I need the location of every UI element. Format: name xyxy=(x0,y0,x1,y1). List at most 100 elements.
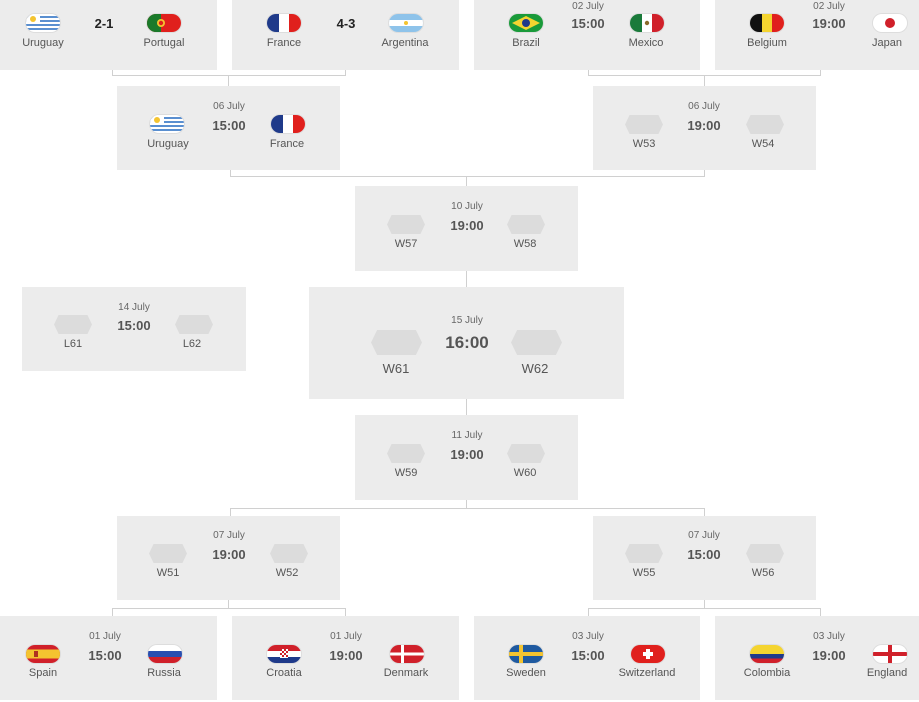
team-name-away: Portugal xyxy=(143,37,185,49)
team-placeholder-icon xyxy=(270,544,308,563)
uruguay-flag-icon xyxy=(26,14,60,32)
mexico-flag-icon xyxy=(630,14,664,32)
match-time: 19:00 xyxy=(450,218,484,233)
team-name-home: W53 xyxy=(632,138,656,150)
team-placeholder-icon xyxy=(507,444,545,463)
team-name-away: W54 xyxy=(751,138,775,150)
team-name-home: Colombia xyxy=(743,667,791,679)
match-date: 02 July xyxy=(813,1,845,12)
match-card-qf-w51-w52[interactable]: W51 07 July 19:00 W52 xyxy=(117,516,340,600)
team-name-home: Belgium xyxy=(747,37,787,49)
match-card-sf-w57-w58[interactable]: W57 10 July 19:00 W58 xyxy=(355,186,578,271)
team-name-home: W55 xyxy=(632,567,656,579)
match-date: 15 July xyxy=(451,315,483,326)
sweden-flag-icon xyxy=(509,645,543,663)
match-time: 16:00 xyxy=(445,333,489,352)
portugal-flag-icon xyxy=(147,14,181,32)
team-placeholder-icon xyxy=(511,330,562,355)
switzerland-flag-icon xyxy=(631,645,665,663)
team-name-home: W57 xyxy=(394,238,418,250)
team-name-home: W61 xyxy=(382,361,410,376)
team-name-home: Croatia xyxy=(266,667,302,679)
team-name-away: Mexico xyxy=(628,37,664,49)
match-date: 07 July xyxy=(213,530,245,541)
match-card-qf-w55-w56[interactable]: W55 07 July 15:00 W56 xyxy=(593,516,816,600)
match-time: 19:00 xyxy=(450,447,484,462)
match-date: 03 July xyxy=(572,631,604,642)
match-score: 4-3 xyxy=(336,16,356,31)
team-placeholder-icon xyxy=(507,215,545,234)
team-name-away: Denmark xyxy=(383,667,429,679)
match-score: 2-1 xyxy=(94,16,114,31)
team-name-home: L61 xyxy=(63,338,83,350)
england-flag-icon xyxy=(873,645,907,663)
france-flag-icon xyxy=(267,14,301,32)
france-flag-icon xyxy=(271,115,305,133)
match-card-sweden-switzerland[interactable]: Sweden 03 July 15:00 Switzerland xyxy=(474,616,700,700)
japan-flag-icon xyxy=(873,14,907,32)
team-name-away: W60 xyxy=(513,467,537,479)
team-placeholder-icon xyxy=(54,315,92,334)
match-card-qf-uruguay-france[interactable]: Uruguay 06 July 15:00 France xyxy=(117,86,340,170)
team-name-away: Switzerland xyxy=(618,667,676,679)
match-time: 15:00 xyxy=(571,16,605,31)
team-placeholder-icon xyxy=(387,444,425,463)
match-card-sf-w59-w60[interactable]: W59 11 July 19:00 W60 xyxy=(355,415,578,500)
team-placeholder-icon xyxy=(175,315,213,334)
team-name-away: Japan xyxy=(872,37,902,49)
match-card-colombia-england[interactable]: Colombia 03 July 19:00 England xyxy=(715,616,919,700)
match-card-belgium-japan[interactable]: Belgium 02 July 19:00 Japan xyxy=(715,0,919,70)
team-placeholder-icon xyxy=(746,115,784,134)
match-card-france-argentina[interactable]: France 4-3 Argentina xyxy=(232,0,459,70)
team-name-home: W51 xyxy=(156,567,180,579)
match-card-uruguay-portugal[interactable]: Uruguay 2-1 Portugal xyxy=(0,0,217,70)
team-placeholder-icon xyxy=(371,330,422,355)
match-card-croatia-denmark[interactable]: Croatia 01 July 19:00 Denmark xyxy=(232,616,459,700)
match-card-final[interactable]: W61 15 July 16:00 W62 xyxy=(309,287,624,399)
team-name-away: W56 xyxy=(751,567,775,579)
match-time: 15:00 xyxy=(687,547,721,562)
belgium-flag-icon xyxy=(750,14,784,32)
match-time: 19:00 xyxy=(812,648,846,663)
match-time: 19:00 xyxy=(212,547,246,562)
team-name-away: L62 xyxy=(182,338,202,350)
match-time: 19:00 xyxy=(687,118,721,133)
match-date: 06 July xyxy=(688,101,720,112)
match-date: 06 July xyxy=(213,101,245,112)
team-placeholder-icon xyxy=(625,115,663,134)
team-placeholder-icon xyxy=(625,544,663,563)
team-name-home: Sweden xyxy=(506,667,546,679)
team-placeholder-icon xyxy=(387,215,425,234)
team-name-away: W52 xyxy=(275,567,299,579)
match-card-spain-russia[interactable]: Spain 01 July 15:00 Russia xyxy=(0,616,217,700)
team-name-away: W58 xyxy=(513,238,537,250)
team-name-away: Russia xyxy=(147,667,181,679)
match-card-qf-w53-w54[interactable]: W53 06 July 19:00 W54 xyxy=(593,86,816,170)
argentina-flag-icon xyxy=(389,14,423,32)
match-date: 02 July xyxy=(572,1,604,12)
team-name-home: W59 xyxy=(394,467,418,479)
team-name-away: Argentina xyxy=(381,37,429,49)
match-time: 15:00 xyxy=(212,118,246,133)
match-time: 15:00 xyxy=(117,318,151,333)
match-time: 19:00 xyxy=(329,648,363,663)
team-name-home: Spain xyxy=(28,667,58,679)
match-date: 14 July xyxy=(118,302,150,313)
denmark-flag-icon xyxy=(390,645,424,663)
team-name-home: Uruguay xyxy=(147,138,189,150)
team-name-home: France xyxy=(266,37,302,49)
match-date: 03 July xyxy=(813,631,845,642)
match-card-brazil-mexico[interactable]: Brazil 02 July 15:00 Mexico xyxy=(474,0,700,70)
brazil-flag-icon xyxy=(509,14,543,32)
match-time: 19:00 xyxy=(812,16,846,31)
match-time: 15:00 xyxy=(571,648,605,663)
team-placeholder-icon xyxy=(746,544,784,563)
match-date: 07 July xyxy=(688,530,720,541)
croatia-flag-icon xyxy=(267,645,301,663)
colombia-flag-icon xyxy=(750,645,784,663)
match-time: 15:00 xyxy=(88,648,122,663)
match-date: 01 July xyxy=(89,631,121,642)
match-card-third-place[interactable]: L61 14 July 15:00 L62 xyxy=(22,287,246,371)
team-name-away: England xyxy=(866,667,908,679)
spain-flag-icon xyxy=(26,645,60,663)
